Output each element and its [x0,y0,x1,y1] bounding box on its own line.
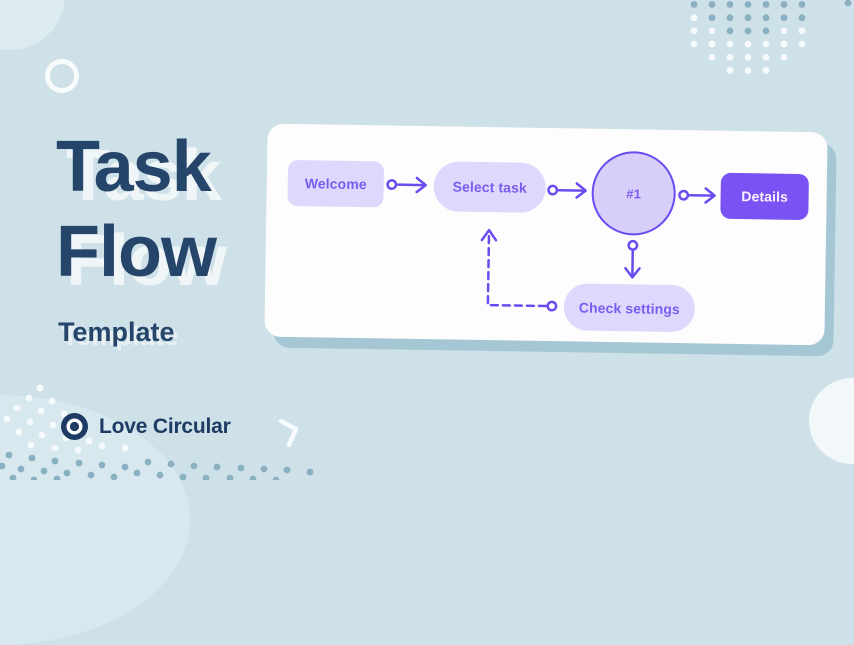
flow-node-select-task[interactable]: Select task [433,161,546,213]
brand-name: Love Circular [99,415,231,439]
flowchart-card: Welcome Select task #1 Details Check set… [264,124,827,346]
corner-circle-bottom-right [809,378,854,464]
ring-decoration-icon [45,59,79,93]
task-flow-cover: { "hero": { "title_line1": "Task", "titl… [0,0,854,480]
corner-blob-top-left [0,0,65,50]
flow-node-check-settings[interactable]: Check settings [563,283,695,332]
dot-grid-top-right [684,0,854,80]
connector-dot [387,180,396,189]
connector-dot [548,186,557,195]
connector-dot [629,241,638,250]
connector-dot [548,302,557,311]
flow-arrows [264,124,827,346]
bullseye-icon [60,412,89,441]
title-line-1: Task [56,125,216,210]
connector-dot [679,191,688,200]
page-title: Task Flow [56,125,216,295]
brand-lockup: Love Circular [60,412,231,441]
page-subtitle: Template [58,317,175,347]
flow-node-welcome[interactable]: Welcome [287,160,384,208]
title-line-2: Flow [56,210,216,295]
chevron-decoration-icon [272,412,312,454]
flow-node-details-button[interactable]: Details [720,173,809,220]
